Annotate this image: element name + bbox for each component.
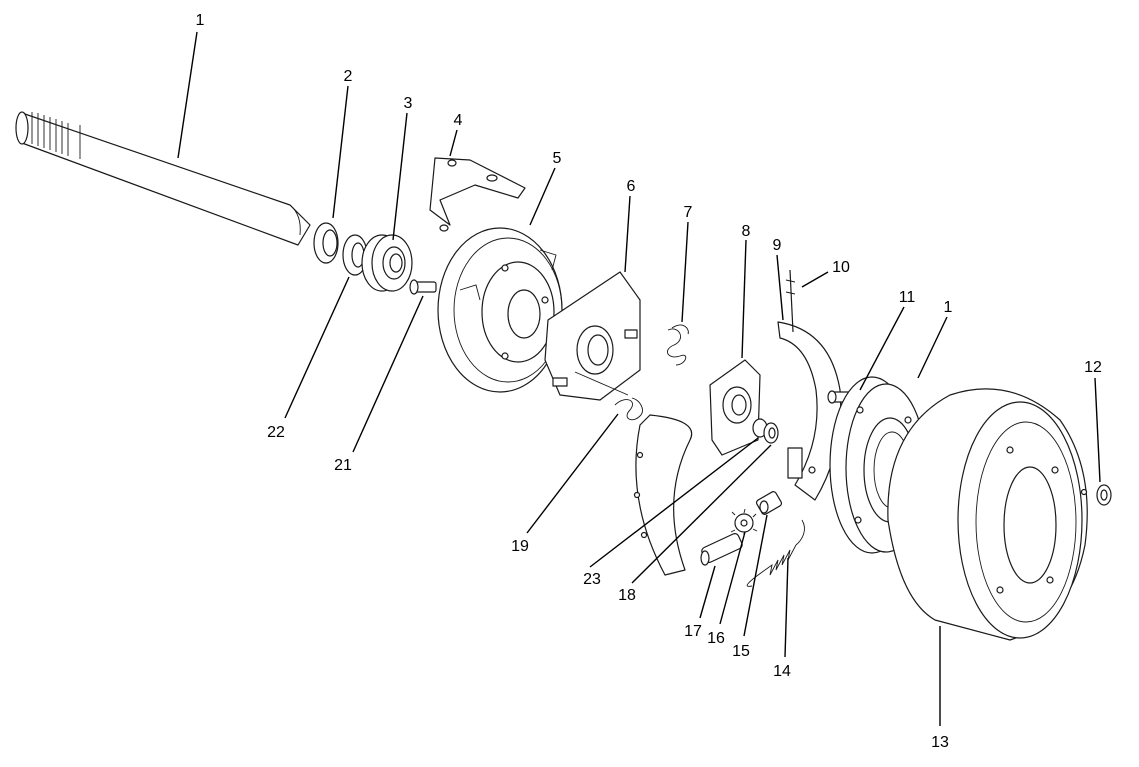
callout-18: 18: [618, 587, 636, 604]
leader-lines: [177, 31, 1101, 726]
callout-8: 8: [742, 223, 751, 240]
callout-19: 19: [511, 538, 529, 555]
callout-6: 6: [627, 178, 636, 195]
callout-14: 14: [773, 663, 791, 680]
wheel-bearing: [361, 234, 413, 292]
callout-2: 2: [344, 68, 353, 85]
callout-7: 7: [684, 204, 693, 221]
callout-13: 13: [931, 734, 949, 751]
callout-17: 17: [684, 623, 702, 640]
backing-plate: [437, 227, 563, 393]
callout-4: 4: [454, 112, 463, 129]
callout-9: 9: [773, 237, 782, 254]
spring: [667, 324, 689, 366]
dust-cap: [1096, 484, 1112, 506]
brake-shoe-lower: [633, 414, 693, 576]
callout-15: 15: [732, 643, 750, 660]
callout-11: 11: [899, 289, 916, 306]
callout-1b: 1: [944, 299, 953, 316]
callout-16: 16: [707, 630, 725, 647]
adjuster-screw: [755, 491, 783, 515]
callout-labels: 1 2 3 4 5 6 7 8 9 10 11 1 12 13 14 15 16…: [196, 12, 1102, 751]
callout-10: 10: [832, 259, 850, 276]
callout-23: 23: [583, 571, 601, 588]
callout-12: 12: [1084, 359, 1102, 376]
bracket: [429, 157, 526, 232]
adjuster-socket: [700, 533, 743, 566]
callout-21: 21: [334, 457, 352, 474]
bolt: [409, 279, 437, 295]
callout-5: 5: [553, 150, 562, 167]
axle-shaft: [15, 111, 311, 246]
wheel-cylinder-plate: [709, 359, 761, 456]
return-spring: [574, 371, 643, 421]
star-wheel: [730, 508, 758, 537]
callout-22: 22: [267, 424, 285, 441]
brake-drum: [887, 388, 1088, 641]
bearing-race: [342, 234, 368, 276]
adjuster-spring: [746, 519, 805, 587]
hold-down-pin: [785, 269, 796, 333]
adjuster-plate: [544, 271, 641, 401]
callout-1a: 1: [196, 12, 205, 29]
callout-3: 3: [404, 95, 413, 112]
nut: [763, 422, 779, 444]
brake-shoe-upper: [777, 321, 842, 501]
seal: [313, 222, 339, 264]
